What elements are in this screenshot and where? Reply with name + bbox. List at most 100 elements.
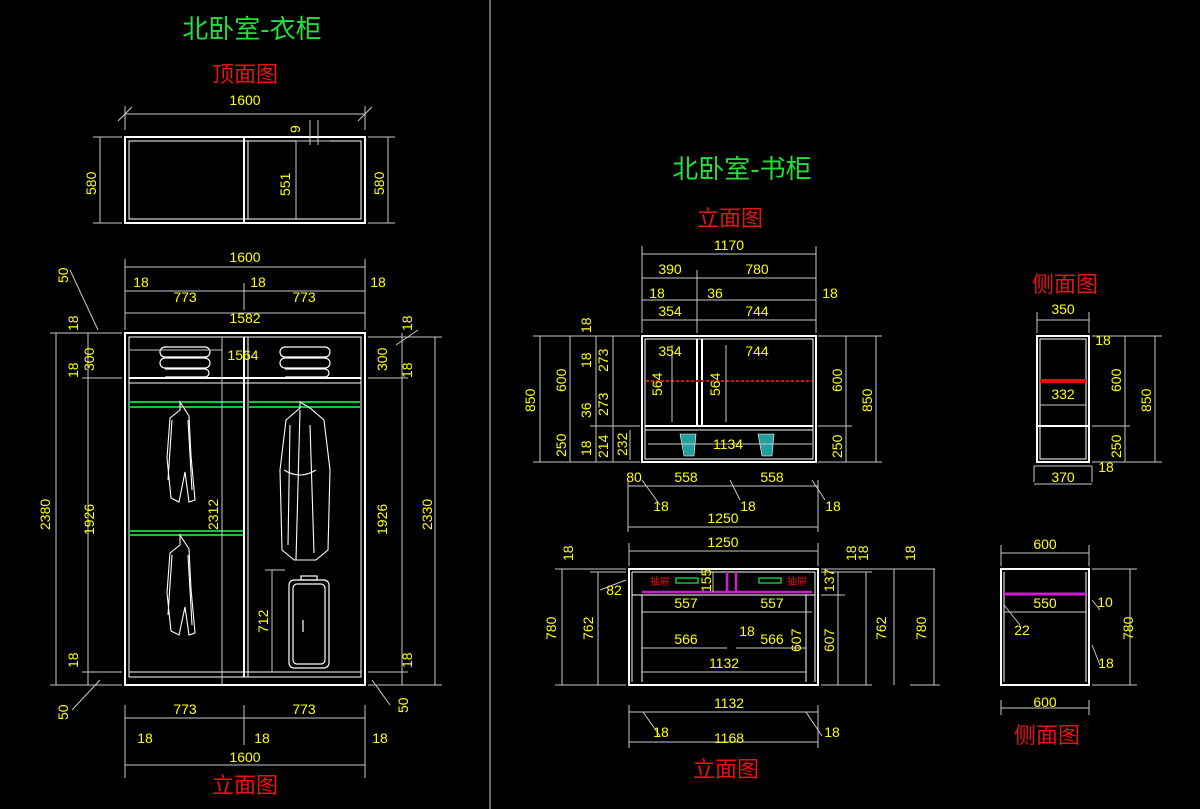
desk-bottom-18a: 18 — [653, 724, 669, 740]
side-inner: 332 — [1051, 386, 1075, 402]
upper-inside-right: 744 — [745, 343, 769, 359]
desk-drawer-rails — [642, 572, 812, 594]
wardrobe-elev-dimlines — [50, 259, 442, 778]
plan-inner-depth-label: 551 — [277, 172, 293, 196]
side-600: 600 — [1108, 368, 1124, 392]
upper-right-600: 600 — [829, 368, 845, 392]
desk-side-bottom: 600 — [1033, 694, 1057, 710]
wardrobe-plan-view — [124, 136, 366, 224]
bookcase-side-title: 侧面图 — [1032, 273, 1098, 298]
upper-left-18b: 18 — [578, 352, 594, 368]
elev-bottom-bay-left: 773 — [173, 701, 197, 717]
drawer-label-right: 抽屉 — [787, 575, 807, 588]
desk-right-607: 607 — [821, 628, 837, 652]
desk-left-18: 18 — [560, 545, 576, 561]
elev-right-2330: 2330 — [419, 499, 435, 530]
plan-depth-left-label: 580 — [83, 171, 99, 195]
elev-bottom-bay-right: 773 — [292, 701, 316, 717]
bookcase-title: 北卧室-书柜 — [672, 155, 811, 185]
desk-side-top: 600 — [1033, 536, 1057, 552]
elev-top-18-mid: 18 — [250, 274, 266, 290]
desk-mid-18: 18 — [739, 623, 755, 639]
desk-inner-1132: 1132 — [709, 655, 739, 671]
desk-leg-566b: 566 — [760, 631, 784, 647]
desk-bottom-1132: 1132 — [714, 695, 744, 711]
wardrobe-title: 北卧室-衣柜 — [182, 15, 321, 45]
elev-left-18-bot: 18 — [65, 652, 81, 668]
bookend-icon — [679, 433, 775, 457]
upper-left-232: 232 — [614, 432, 630, 456]
elev-bay-left: 773 — [173, 289, 197, 305]
desk-side-18: 18 — [1098, 655, 1114, 671]
elev-right-50-bot: 50 — [395, 697, 411, 713]
side-850: 850 — [1138, 388, 1154, 412]
upper-inner-left: 354 — [658, 303, 682, 319]
plan-depth-right-label: 580 — [371, 171, 387, 195]
elev-left-300: 300 — [81, 347, 97, 371]
elev-left-50-top: 50 — [55, 267, 71, 283]
wardrobe-section: 北卧室-衣柜 顶面图 1600 9 551 580 580 — [37, 15, 442, 799]
desk-elevation — [628, 568, 819, 686]
bookcase-section: 北卧室-书柜 立面图 — [522, 155, 1162, 783]
bookcase-upper-side-view — [1036, 335, 1090, 463]
elev-right-18-mid: 18 — [399, 362, 415, 378]
elev-mid-712: 712 — [255, 609, 271, 633]
desk-side-dimlines — [1000, 545, 1137, 715]
plan-width-label: 1600 — [229, 92, 260, 108]
upper-bay-left: 390 — [658, 261, 682, 277]
side-bot18: 18 — [1098, 459, 1114, 475]
wardrobe-hanging-rails — [129, 401, 360, 536]
desk-right-762: 762 — [873, 616, 889, 640]
side-dimlines — [1033, 312, 1162, 485]
elev-bottom-total: 1600 — [229, 749, 260, 765]
upper-panel-left: 18 — [649, 285, 665, 301]
desk-overall: 1250 — [707, 534, 738, 550]
upper-right-850: 850 — [859, 388, 875, 412]
upper-panel-right: 18 — [822, 285, 838, 301]
elev-left-1926: 1926 — [81, 504, 97, 535]
elev-right-300: 300 — [374, 347, 390, 371]
desk-side-22: 22 — [1014, 622, 1030, 638]
desk-leg-566a: 566 — [674, 631, 698, 647]
side-top: 350 — [1051, 301, 1075, 317]
elev-bottom-18-left: 18 — [137, 730, 153, 746]
desk-front-title: 立面图 — [693, 758, 759, 783]
upper-base-80: 80 — [626, 469, 642, 485]
side-bottom: 370 — [1051, 469, 1075, 485]
upper-left-600: 600 — [553, 368, 569, 392]
desk-leg-607a: 607 — [788, 628, 804, 652]
desk-side-view — [1000, 568, 1090, 686]
desk-side-inner: 550 — [1033, 595, 1057, 611]
desk-bottom-18b: 18 — [824, 724, 840, 740]
upper-inside-left: 354 — [658, 343, 682, 359]
bookcase-upper-dimlines — [533, 246, 882, 532]
elev-bottom-18-right: 18 — [372, 730, 388, 746]
plan-panel-label: 9 — [287, 125, 303, 133]
upper-left-18: 18 — [578, 317, 594, 333]
upper-left-273b: 273 — [595, 392, 611, 416]
upper-left-250: 250 — [553, 433, 569, 457]
wardrobe-plan-title: 顶面图 — [212, 63, 278, 88]
elev-inner-width: 1582 — [229, 310, 260, 326]
desk-mid-155: 155 — [698, 568, 714, 592]
side-250: 250 — [1108, 434, 1124, 458]
upper-shelf-564b: 564 — [707, 372, 723, 396]
hanging-shirt-icon — [166, 400, 196, 636]
desk-right-137: 137 — [821, 568, 837, 592]
hanging-coat-icon — [279, 401, 331, 561]
upper-base-1250: 1250 — [707, 510, 738, 526]
elev-top-18-right: 18 — [370, 274, 386, 290]
upper-left-850: 850 — [522, 388, 538, 412]
upper-base-558b: 558 — [760, 469, 784, 485]
wardrobe-elevation-title: 立面图 — [212, 774, 278, 799]
drawer-handle-icon — [675, 577, 782, 584]
elev-left-2380: 2380 — [37, 499, 53, 530]
elev-right-18-bot: 18 — [399, 652, 415, 668]
elev-overall-top: 1600 — [229, 249, 260, 265]
upper-left-18c: 18 — [578, 440, 594, 456]
upper-base-18a: 18 — [653, 498, 669, 514]
upper-shelf-564a: 564 — [649, 372, 665, 396]
desk-left-762: 762 — [580, 616, 596, 640]
elev-left-50-bot: 50 — [55, 704, 71, 720]
